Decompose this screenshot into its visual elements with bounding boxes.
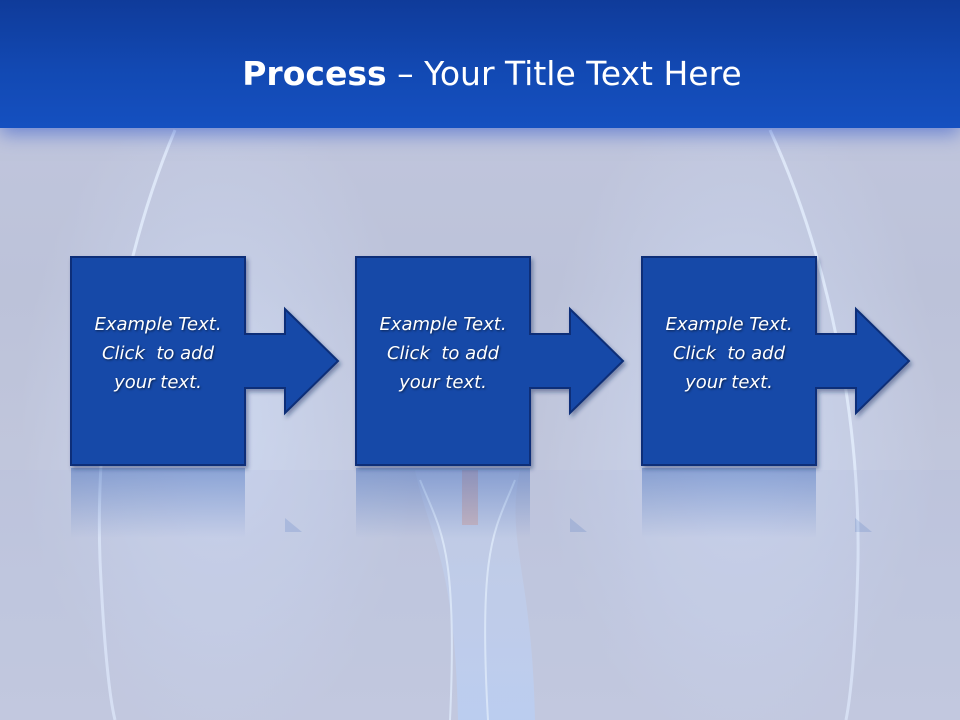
step-1-line-1: Example Text. xyxy=(94,314,222,335)
title-text: – Your Title Text Here xyxy=(386,54,742,93)
reflections xyxy=(71,468,872,538)
step-3-line-3: your text. xyxy=(685,372,773,393)
step-2-line-3: your text. xyxy=(399,372,487,393)
step-1-text[interactable]: Example Text. Click to add your text. xyxy=(71,310,245,397)
title-bar xyxy=(0,0,960,128)
step-2-line-2: Click to add xyxy=(386,343,499,364)
step-2-text[interactable]: Example Text. Click to add your text. xyxy=(356,310,530,397)
arrow-shape-1[interactable] xyxy=(70,256,340,466)
process-step-1[interactable] xyxy=(70,256,340,466)
process-step-2[interactable] xyxy=(355,256,625,466)
step-2-line-1: Example Text. xyxy=(379,314,507,335)
arrow-shape-2[interactable] xyxy=(355,256,625,466)
title-bold: Process xyxy=(242,54,387,93)
step-1-line-3: your text. xyxy=(114,372,202,393)
step-1-line-2: Click to add xyxy=(101,343,214,364)
outline-right xyxy=(768,129,860,720)
arrow-shape-3[interactable] xyxy=(641,256,911,466)
step-3-line-1: Example Text. xyxy=(665,314,793,335)
process-step-3[interactable] xyxy=(641,256,911,466)
step-3-text[interactable]: Example Text. Click to add your text. xyxy=(642,310,816,397)
slide-title[interactable]: Process – Your Title Text Here xyxy=(0,52,960,96)
step-3-line-2: Click to add xyxy=(672,343,785,364)
